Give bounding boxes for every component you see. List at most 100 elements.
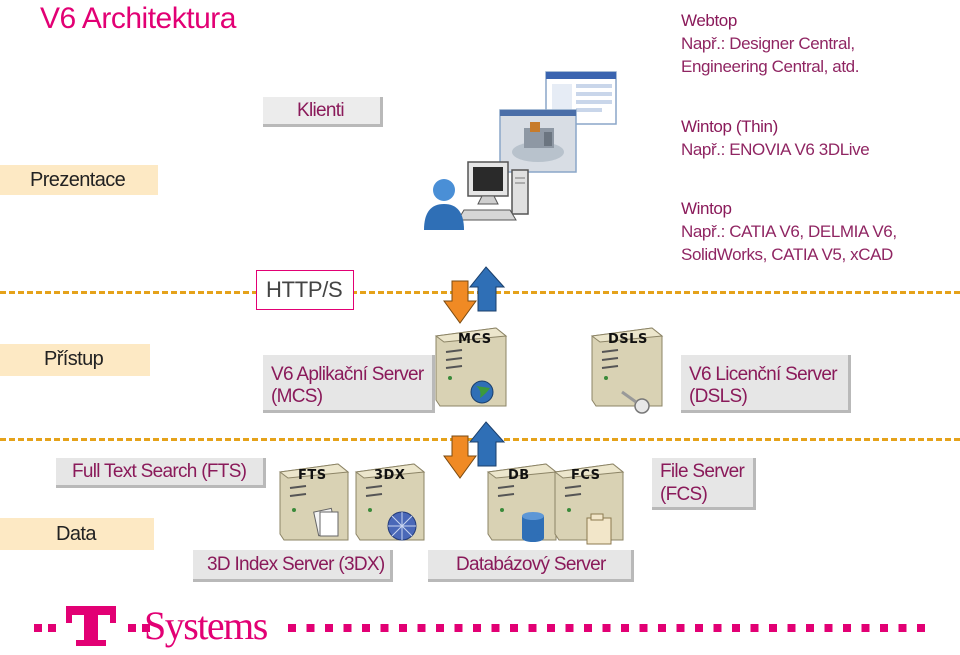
arrows-presentation-access (443, 266, 506, 324)
logo-dot (602, 624, 611, 632)
arrow-up-icon (468, 266, 506, 312)
logo-dot (547, 624, 555, 632)
layer-presentation: Prezentace (0, 165, 158, 195)
logo-dot (806, 624, 814, 632)
client-name: Webtop (681, 11, 737, 30)
logo-dot (676, 624, 685, 632)
logo-dot (861, 624, 870, 632)
client-example: Např.: ENOVIA V6 3DLive (681, 140, 870, 159)
license-server-box: V6 Licenční Server (DSLS) (681, 355, 851, 413)
logo-dot (898, 624, 907, 632)
3dx-server: 3DX (354, 463, 426, 544)
wintop-screen-icon (499, 109, 577, 173)
mcs-server: MCS (434, 327, 508, 408)
logo-dot (362, 624, 370, 632)
server-icon (553, 463, 625, 545)
client-example: Např.: CATIA V6, DELMIA V6, (681, 222, 897, 241)
db-server: DB (486, 463, 558, 544)
logo-dot (584, 624, 592, 632)
file-server-label: File Server (660, 461, 745, 482)
logo-dot (399, 624, 407, 632)
logo-dot (454, 624, 463, 632)
logo-dot (325, 624, 333, 632)
t-systems-logo (34, 606, 925, 646)
clients-box: Klienti (263, 97, 383, 127)
dsls-label: DSLS (608, 332, 648, 347)
fts-box: Full Text Search (FTS) (56, 458, 266, 488)
app-server-sublabel: (MCS) (271, 386, 323, 407)
client-wintop-thin: Wintop (Thin) Např.: ENOVIA V6 3DLive (681, 115, 951, 161)
arrow-down-icon (443, 280, 477, 324)
logo-dot (824, 624, 833, 632)
db-server-box: Databázový Server (428, 550, 634, 582)
logo-dot (769, 624, 777, 632)
logo-dot (473, 624, 481, 632)
license-server-label: V6 Licenční Server (689, 364, 838, 385)
logo-dot (917, 624, 925, 632)
logo-dot (658, 624, 666, 632)
fts-server: FTS (278, 463, 350, 544)
logo-dot (510, 624, 518, 632)
logo-dot (843, 624, 851, 632)
logo-dot (750, 624, 759, 632)
key-icon (621, 390, 650, 414)
client-wintop: Wintop Např.: CATIA V6, DELMIA V6, Solid… (681, 197, 951, 266)
license-server-sublabel: (DSLS) (689, 386, 748, 407)
logo-dot (695, 624, 703, 632)
fcs-label: FCS (571, 468, 601, 483)
client-name: Wintop (Thin) (681, 117, 778, 136)
logo-dot (288, 624, 296, 632)
fcs-server: FCS (553, 463, 625, 545)
logo-dot (880, 624, 888, 632)
computer-icon (457, 161, 529, 221)
client-example: Engineering Central, atd. (681, 57, 860, 76)
logo-dot (713, 624, 722, 632)
logo-dot (417, 624, 426, 632)
client-webtop: Webtop Např.: Designer Central, Engineer… (681, 9, 951, 78)
logo-dot (528, 624, 537, 632)
logo-dot (565, 624, 574, 632)
logo-dot (732, 624, 740, 632)
documents-icon (313, 507, 339, 537)
index-server-box: 3D Index Server (3DX) (193, 550, 393, 582)
mesh-icon (387, 511, 417, 541)
layer-data: Data (0, 518, 154, 550)
brand-name: Systems (144, 603, 268, 648)
logo-dot (343, 624, 352, 632)
client-name: Wintop (681, 199, 732, 218)
dsls-server: DSLS (590, 327, 664, 414)
logo-dot (436, 624, 444, 632)
client-workstation-illustration (424, 71, 617, 230)
app-server-label: V6 Aplikační Server (271, 364, 424, 385)
database-icon (522, 512, 544, 542)
logo-dot (491, 624, 500, 632)
brand-logo: Systems (28, 604, 938, 648)
logo-dot (306, 624, 315, 632)
webtop-screen-icon (545, 71, 617, 125)
layer-access: Přístup (0, 344, 150, 376)
logo-dot (621, 624, 629, 632)
server-icon (278, 463, 350, 541)
logo-dot (380, 624, 389, 632)
client-example: SolidWorks, CATIA V5, xCAD (681, 245, 893, 264)
arrows-access-data (443, 421, 506, 479)
arrow-down-icon (443, 435, 477, 479)
mcs-label: MCS (458, 332, 492, 347)
3dx-label: 3DX (374, 468, 406, 483)
db-label: DB (508, 468, 530, 483)
server-icon (434, 327, 508, 407)
client-example: Např.: Designer Central, (681, 34, 855, 53)
logo-dot (787, 624, 796, 632)
arrow-up-icon (468, 421, 506, 467)
server-icon (354, 463, 426, 541)
folder-icon (586, 513, 612, 545)
fts-label: FTS (298, 468, 327, 483)
page-title: V6 Architektura (40, 2, 236, 35)
file-server-sublabel: (FCS) (660, 484, 708, 505)
file-server-box: File Server (FCS) (652, 458, 756, 510)
logo-dot (639, 624, 648, 632)
user-icon (424, 179, 464, 230)
protocol-box: HTTP/S (256, 270, 354, 310)
server-icon (590, 327, 664, 414)
server-icon (486, 463, 558, 542)
